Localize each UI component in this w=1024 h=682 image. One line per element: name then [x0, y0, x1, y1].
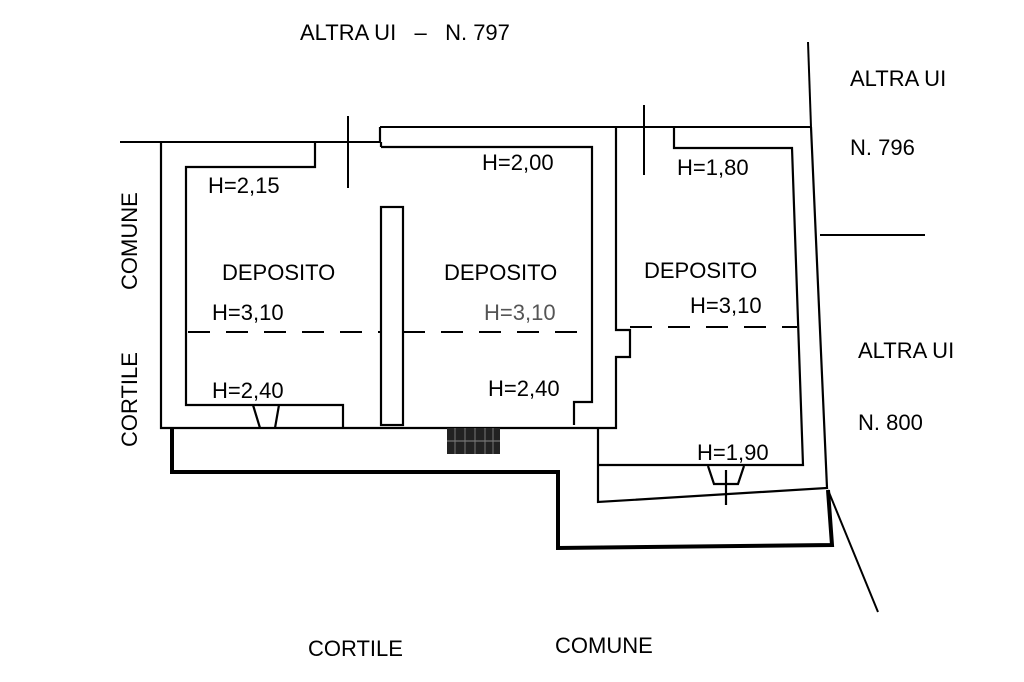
room-height: H=2,15	[208, 173, 280, 198]
courtyard-bottom-left: CORTILE	[308, 636, 403, 661]
courtyard-left-upper: COMUNE	[117, 192, 142, 290]
room-height: H=2,40	[212, 378, 284, 403]
room-height: H=2,00	[482, 150, 554, 175]
door-left	[251, 404, 281, 429]
room-name: DEPOSITO	[444, 260, 557, 285]
door-right	[706, 465, 746, 505]
neighbor-796-number: N. 796	[850, 135, 915, 160]
room-height: H=3,10	[212, 300, 284, 325]
room-height: H=2,40	[488, 376, 560, 401]
neighbor-800-name: ALTRA UI	[858, 338, 954, 363]
courtyard-left-lower: CORTILE	[117, 352, 142, 447]
neighbor-top-label: ALTRA UI – N. 797	[300, 20, 510, 45]
room-name: DEPOSITO	[644, 258, 757, 283]
boundary-lines	[120, 41, 925, 613]
room-name: DEPOSITO	[222, 260, 335, 285]
walls	[159, 126, 835, 551]
neighbor-800-number: N. 800	[858, 410, 923, 435]
room-height: H=1,90	[697, 440, 769, 465]
room-height: H=3,10	[690, 293, 762, 318]
room-height: H=3,10	[484, 300, 556, 325]
neighbor-796-name: ALTRA UI	[850, 66, 946, 91]
courtyard-bottom-right: COMUNE	[555, 633, 653, 658]
room-height: H=1,80	[677, 155, 749, 180]
stair-hatch	[447, 428, 500, 454]
